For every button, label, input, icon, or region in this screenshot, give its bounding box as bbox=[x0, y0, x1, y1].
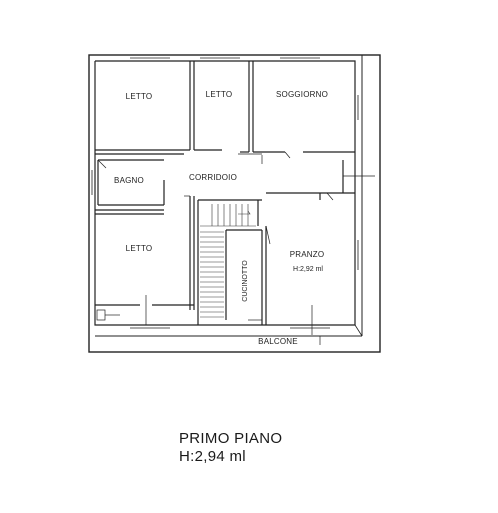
windows bbox=[91, 57, 359, 329]
doors bbox=[96, 151, 375, 345]
room-label-soggiorno: SOGGIORNO bbox=[276, 90, 328, 99]
room-label-pranzo-height: H:2,92 ml bbox=[293, 266, 323, 273]
room-label-balcone: BALCONE bbox=[258, 337, 298, 346]
interior-walls bbox=[95, 61, 355, 325]
room-label-pranzo: PRANZO bbox=[290, 250, 325, 259]
floor-height-caption: H:2,94 ml bbox=[179, 448, 246, 465]
room-label-cucinotto: CUCINOTTO bbox=[242, 260, 249, 302]
room-labels: LETTO LETTO SOGGIORNO BAGNO CORRIDOIO LE… bbox=[114, 90, 328, 346]
staircase bbox=[200, 204, 256, 318]
room-label-letto-1: LETTO bbox=[126, 92, 153, 101]
room-label-letto-2: LETTO bbox=[206, 90, 233, 99]
room-label-letto-3: LETTO bbox=[126, 244, 153, 253]
floor-caption: PRIMO PIANO bbox=[179, 430, 283, 447]
room-label-bagno: BAGNO bbox=[114, 176, 144, 185]
outer-walls bbox=[88, 54, 381, 353]
room-label-corridoio: CORRIDOIO bbox=[189, 173, 237, 182]
